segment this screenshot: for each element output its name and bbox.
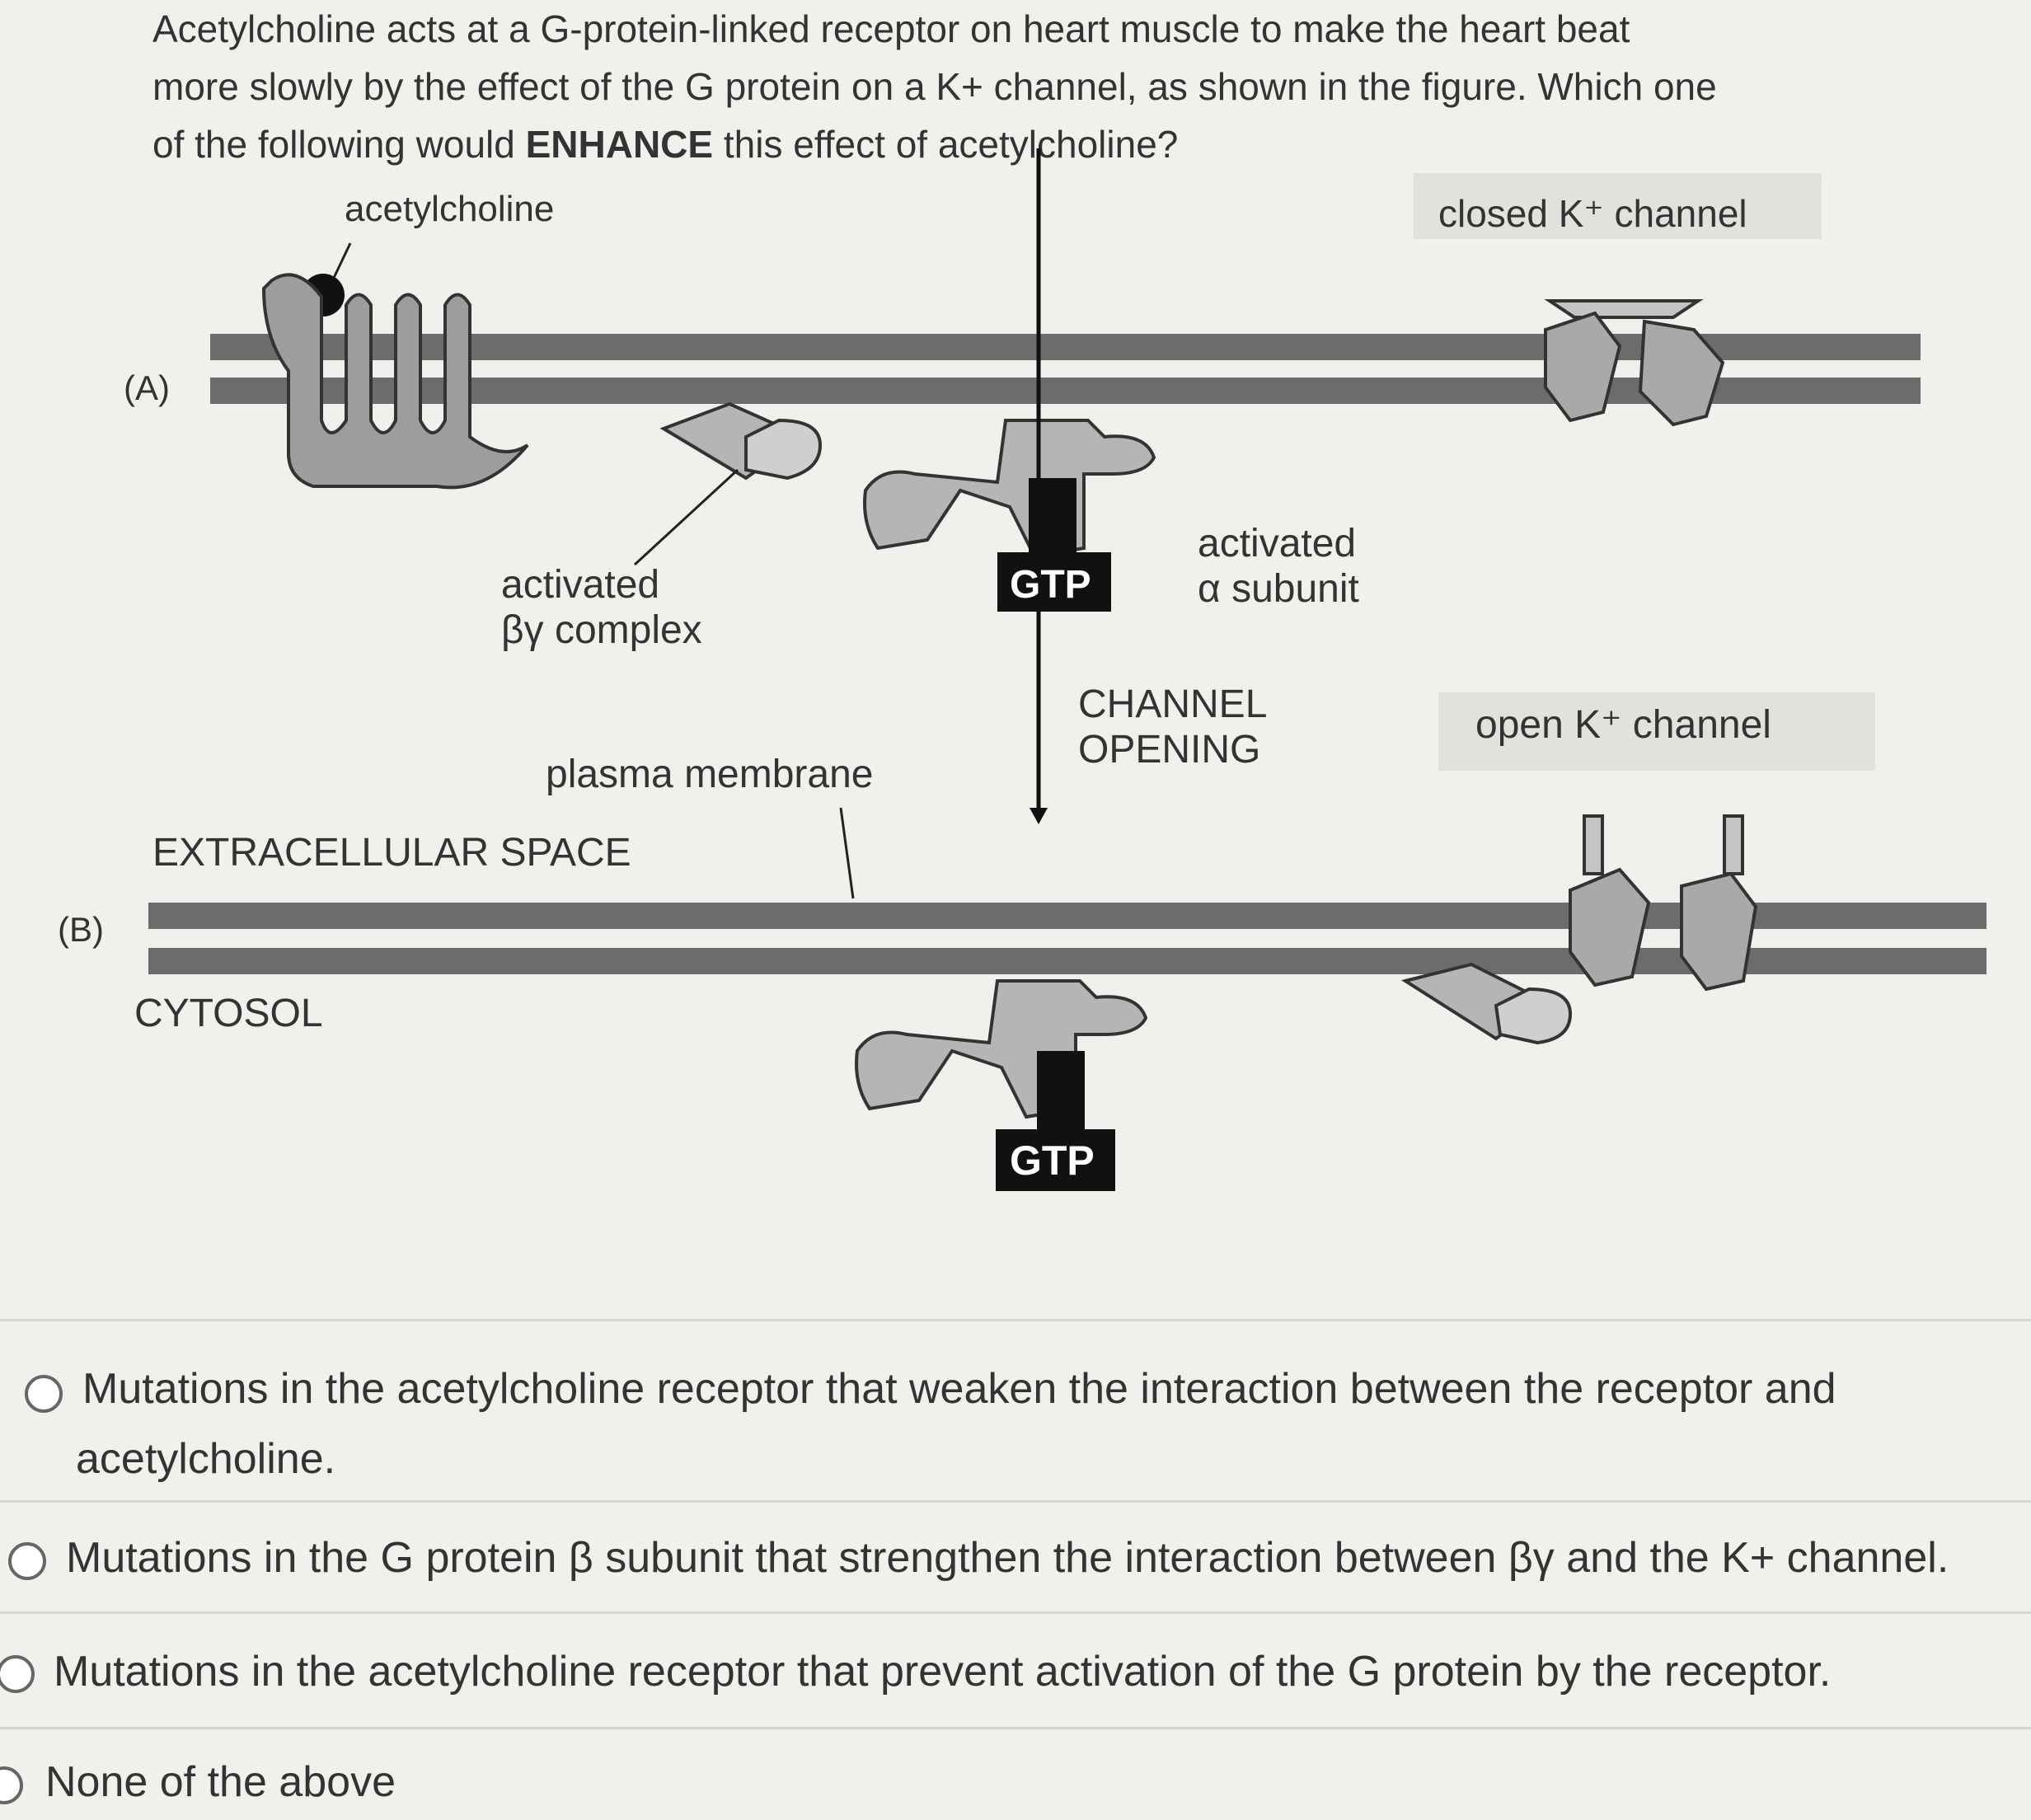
gtp-box-b [996, 1129, 1115, 1191]
channel-opening-label-1: CHANNEL [1078, 682, 1267, 726]
beta-gamma-complex-b [1400, 962, 1573, 1045]
alpha-subunit-label: α subunit [1198, 567, 1359, 611]
option-1[interactable]: Mutations in the acetylcholine receptor … [0, 1319, 2031, 1503]
channel-opening-label-2: OPENING [1078, 728, 1260, 772]
open-channel-label: open K⁺ channel [1475, 703, 1771, 747]
question-line-3-end: this effect of acetylcholine? [713, 123, 1179, 166]
option-4-text: None of the above [45, 1758, 396, 1806]
alpha-subunit-b [855, 979, 1148, 1119]
option-4[interactable]: None of the above [0, 1727, 2031, 1820]
closed-channel-label: closed K⁺ channel [1438, 192, 1747, 235]
alpha-subunit-a [863, 419, 1156, 559]
receptor-protein [261, 273, 529, 490]
arrow-head [1030, 808, 1048, 824]
closed-channel-label-bg [1414, 173, 1822, 239]
beta-gamma-complex-a [659, 401, 823, 481]
panel-b-label: (B) [58, 910, 104, 949]
option-1-line-2: acetylcholine. [76, 1435, 336, 1483]
g-protein-figure: (A) (B) acetylcholine closed K⁺ channel … [0, 148, 2031, 1302]
panel-a-label: (A) [124, 368, 170, 407]
option-1-radio[interactable] [25, 1375, 63, 1413]
question-line-1: Acetylcholine acts at a G-protein-linked… [152, 7, 1630, 50]
option-3-text: Mutations in the acetylcholine receptor … [54, 1648, 1832, 1696]
gtp-label-a: GTP [1010, 563, 1091, 607]
closed-k-channel [1544, 299, 1725, 427]
acetylcholine-label: acetylcholine [345, 189, 554, 229]
option-2-text: Mutations in the G protein β subunit tha… [66, 1534, 1949, 1582]
gtp-stem-a [1029, 478, 1076, 556]
membrane-a [210, 334, 1921, 404]
gtp-label-b: GTP [1010, 1138, 1095, 1184]
option-3-radio[interactable] [0, 1655, 35, 1693]
option-1-line-1: Mutations in the acetylcholine receptor … [82, 1365, 1836, 1413]
option-3[interactable]: Mutations in the acetylcholine receptor … [0, 1611, 2031, 1729]
acetylcholine-pointer [332, 242, 352, 279]
gtp-stem-b [1037, 1051, 1085, 1129]
option-4-radio[interactable] [0, 1766, 23, 1804]
membrane-b [148, 903, 1986, 974]
membrane-pointer [839, 807, 855, 899]
beta-gamma-pointer [633, 468, 739, 566]
open-k-channel [1569, 814, 1758, 992]
activated-label-1: activated [501, 563, 659, 607]
plasma-membrane-label: plasma membrane [546, 753, 874, 796]
open-channel-label-bg [1438, 692, 1875, 771]
question-text: Acetylcholine acts at a G-protein-linked… [152, 0, 1925, 173]
option-2-radio[interactable] [8, 1542, 46, 1580]
cytosol-label: CYTOSOL [134, 992, 323, 1035]
beta-gamma-label: βγ complex [501, 608, 702, 652]
option-2[interactable]: Mutations in the G protein β subunit tha… [0, 1500, 2031, 1614]
figure-diagram: (A) (B) acetylcholine closed K⁺ channel … [58, 148, 1986, 1191]
question-line-3: of the following would ENHANCE this effe… [152, 115, 1925, 173]
extracellular-label: EXTRACELLULAR SPACE [152, 831, 631, 875]
question-emphasis: ENHANCE [525, 123, 714, 166]
question-line-2: more slowly by the effect of the G prote… [152, 65, 1717, 108]
question-line-3-start: of the following would [152, 123, 526, 166]
activated-label-2: activated [1198, 522, 1356, 565]
gtp-box-a [997, 552, 1111, 612]
